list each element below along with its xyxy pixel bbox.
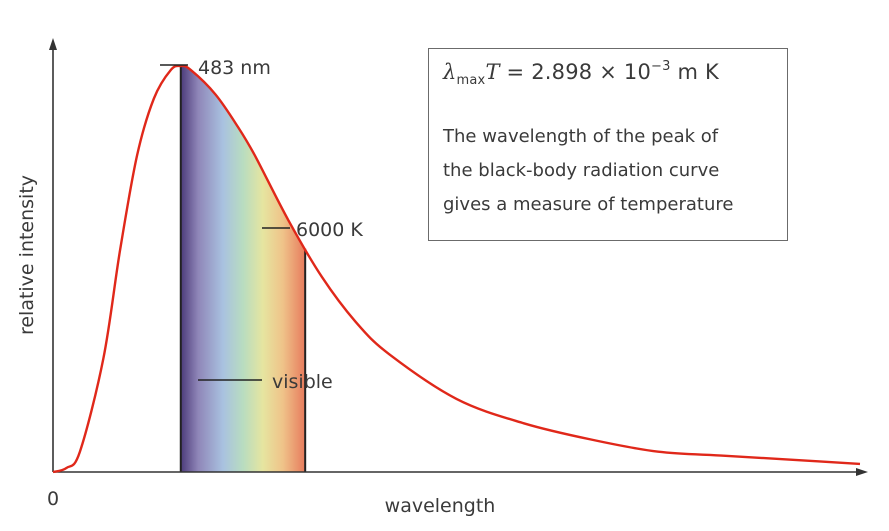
caption-line: gives a measure of temperature: [443, 194, 734, 215]
caption-line: the black-body radiation curve: [443, 160, 720, 181]
peak-label: 483 nm: [198, 57, 271, 79]
wien-caption: The wavelength of the peak of the black-…: [443, 120, 775, 222]
caption-line: The wavelength of the peak of: [443, 126, 719, 147]
wien-law-box: λmaxT = 2.898 × 10−3 m K The wavelength …: [428, 48, 788, 241]
curve-label: 6000 K: [296, 219, 363, 241]
y-axis-arrow: [49, 38, 57, 50]
formula-unit: m K: [670, 60, 719, 84]
formula-temperature: T: [485, 60, 500, 84]
intensity-curve-6000k: [52, 64, 861, 474]
x-tick-zero: 0: [47, 488, 59, 510]
formula-lambda: λ: [443, 60, 457, 84]
formula-exponent: −3: [651, 59, 671, 74]
formula-value: = 2.898 × 10: [499, 60, 652, 84]
x-axis-label: wavelength: [385, 495, 496, 517]
visible-label: visible: [272, 371, 333, 393]
formula-subscript: max: [456, 73, 486, 88]
visible-band: [180, 65, 306, 472]
y-axis-label: relative intensity: [16, 175, 38, 335]
wien-formula: λmaxT = 2.898 × 10−3 m K: [443, 59, 775, 88]
x-axis-arrow: [856, 468, 868, 476]
